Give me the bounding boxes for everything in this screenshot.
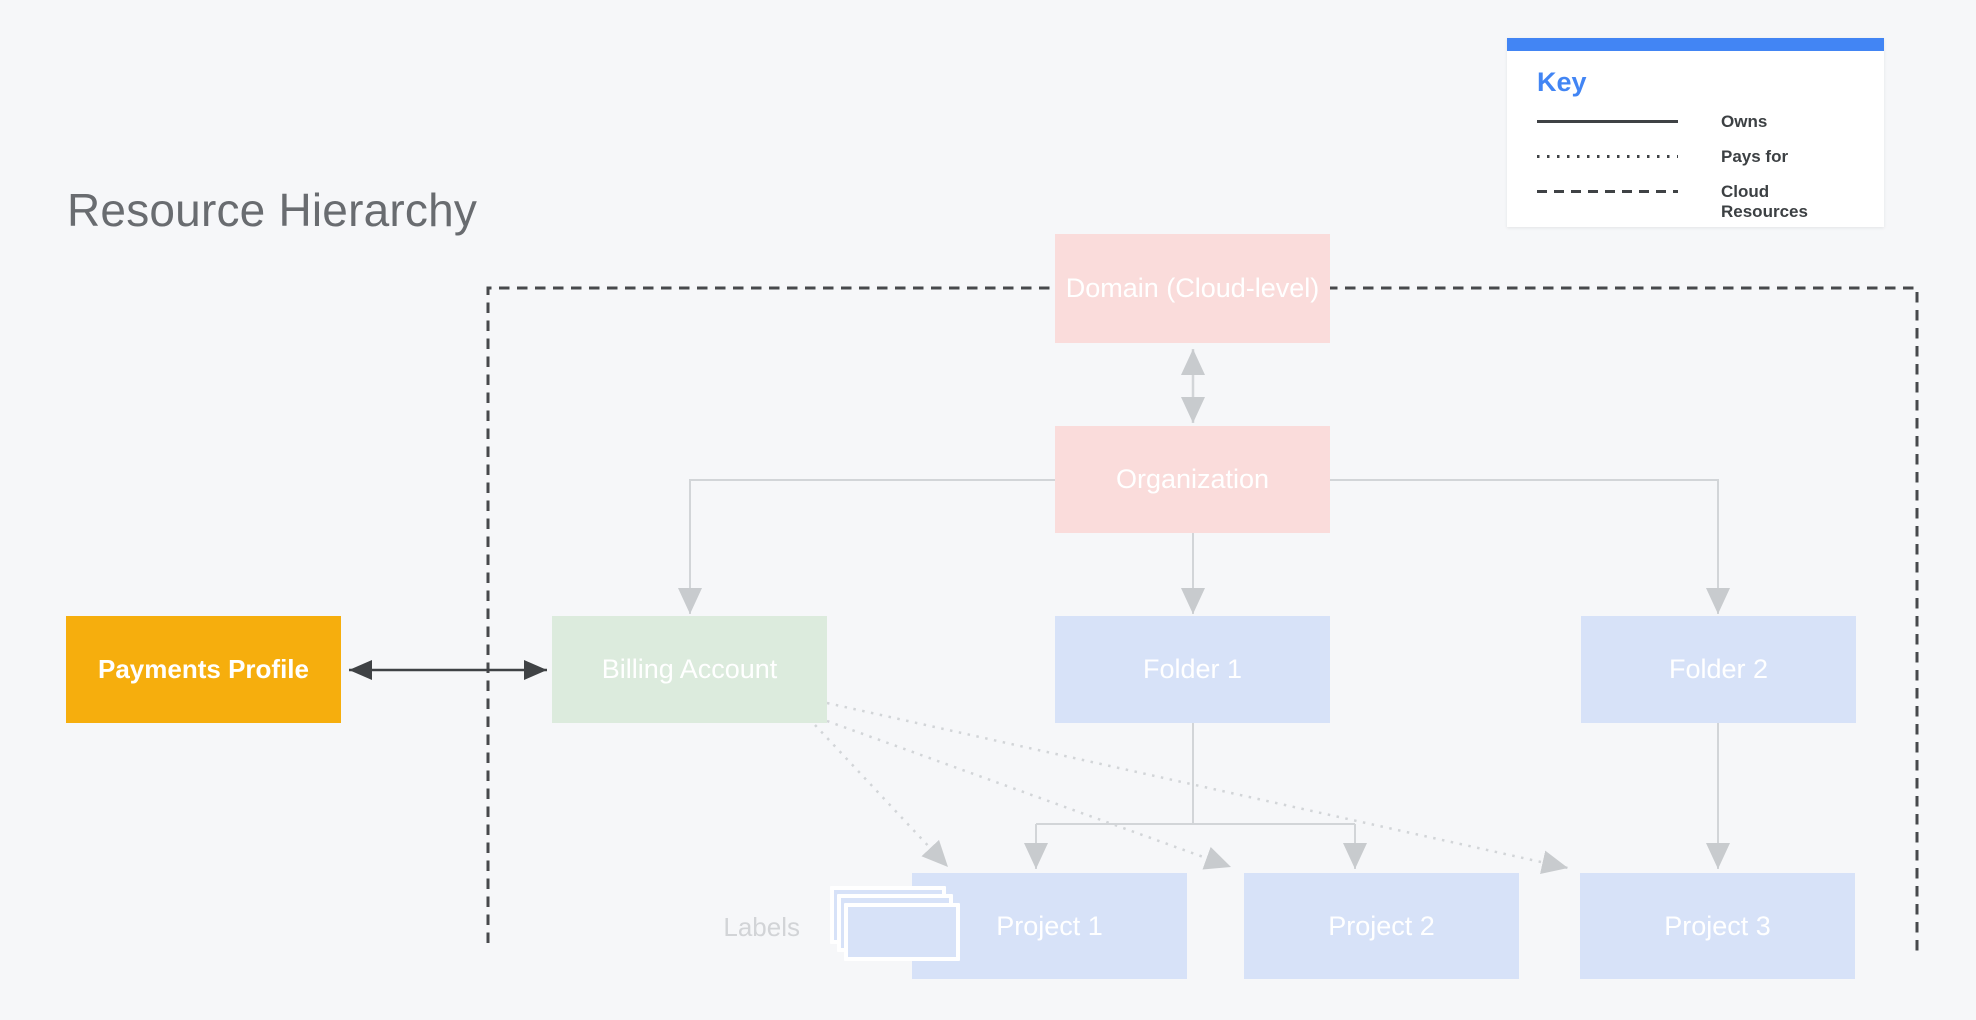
legend-label-owns: Owns <box>1721 112 1768 131</box>
legend-title: Key <box>1537 67 1587 97</box>
node-payments-profile-label: Payments Profile <box>98 654 309 684</box>
node-project-3: Project 3 <box>1580 873 1855 979</box>
node-project-1-label: Project 1 <box>996 910 1103 941</box>
page-title: Resource Hierarchy <box>67 184 478 236</box>
node-folder-1: Folder 1 <box>1055 616 1330 723</box>
legend: Key Owns Pays for Cloud Resources <box>1507 38 1884 227</box>
node-domain-label: Domain (Cloud-level) <box>1065 273 1320 303</box>
node-payments-profile: Payments Profile <box>66 616 341 723</box>
node-project-3-label: Project 3 <box>1664 910 1771 941</box>
node-billing-account: Billing Account <box>552 616 827 723</box>
node-organization-label: Organization <box>1115 464 1270 494</box>
legend-row-pays-for: Pays for <box>1537 147 1884 167</box>
legend-row-owns: Owns <box>1537 112 1884 132</box>
legend-label-pays-for: Pays for <box>1721 147 1789 166</box>
labels-caption: Labels <box>723 912 800 942</box>
node-project-2: Project 2 <box>1244 873 1519 979</box>
node-domain: Domain (Cloud-level) <box>1055 234 1330 343</box>
labels-stack-icon <box>830 886 962 968</box>
legend-label-cloud-resources: Cloud Resources <box>1721 182 1808 221</box>
node-folder-2-label: Folder 2 <box>1668 654 1769 684</box>
node-organization: Organization <box>1055 426 1330 533</box>
node-project-2-label: Project 2 <box>1328 910 1435 941</box>
node-billing-account-label: Billing Account <box>601 654 778 684</box>
legend-rows: Owns Pays for Cloud Resources <box>1537 112 1884 222</box>
node-folder-2: Folder 2 <box>1581 616 1856 723</box>
solid-line-sample <box>1537 120 1678 123</box>
legend-accent-bar <box>1507 38 1884 51</box>
labels-card-front <box>844 903 960 961</box>
node-folder-1-label: Folder 1 <box>1142 654 1243 684</box>
legend-row-cloud-resources: Cloud Resources <box>1537 182 1884 222</box>
dotted-line-sample <box>1537 155 1678 158</box>
dashed-line-sample <box>1537 190 1678 193</box>
